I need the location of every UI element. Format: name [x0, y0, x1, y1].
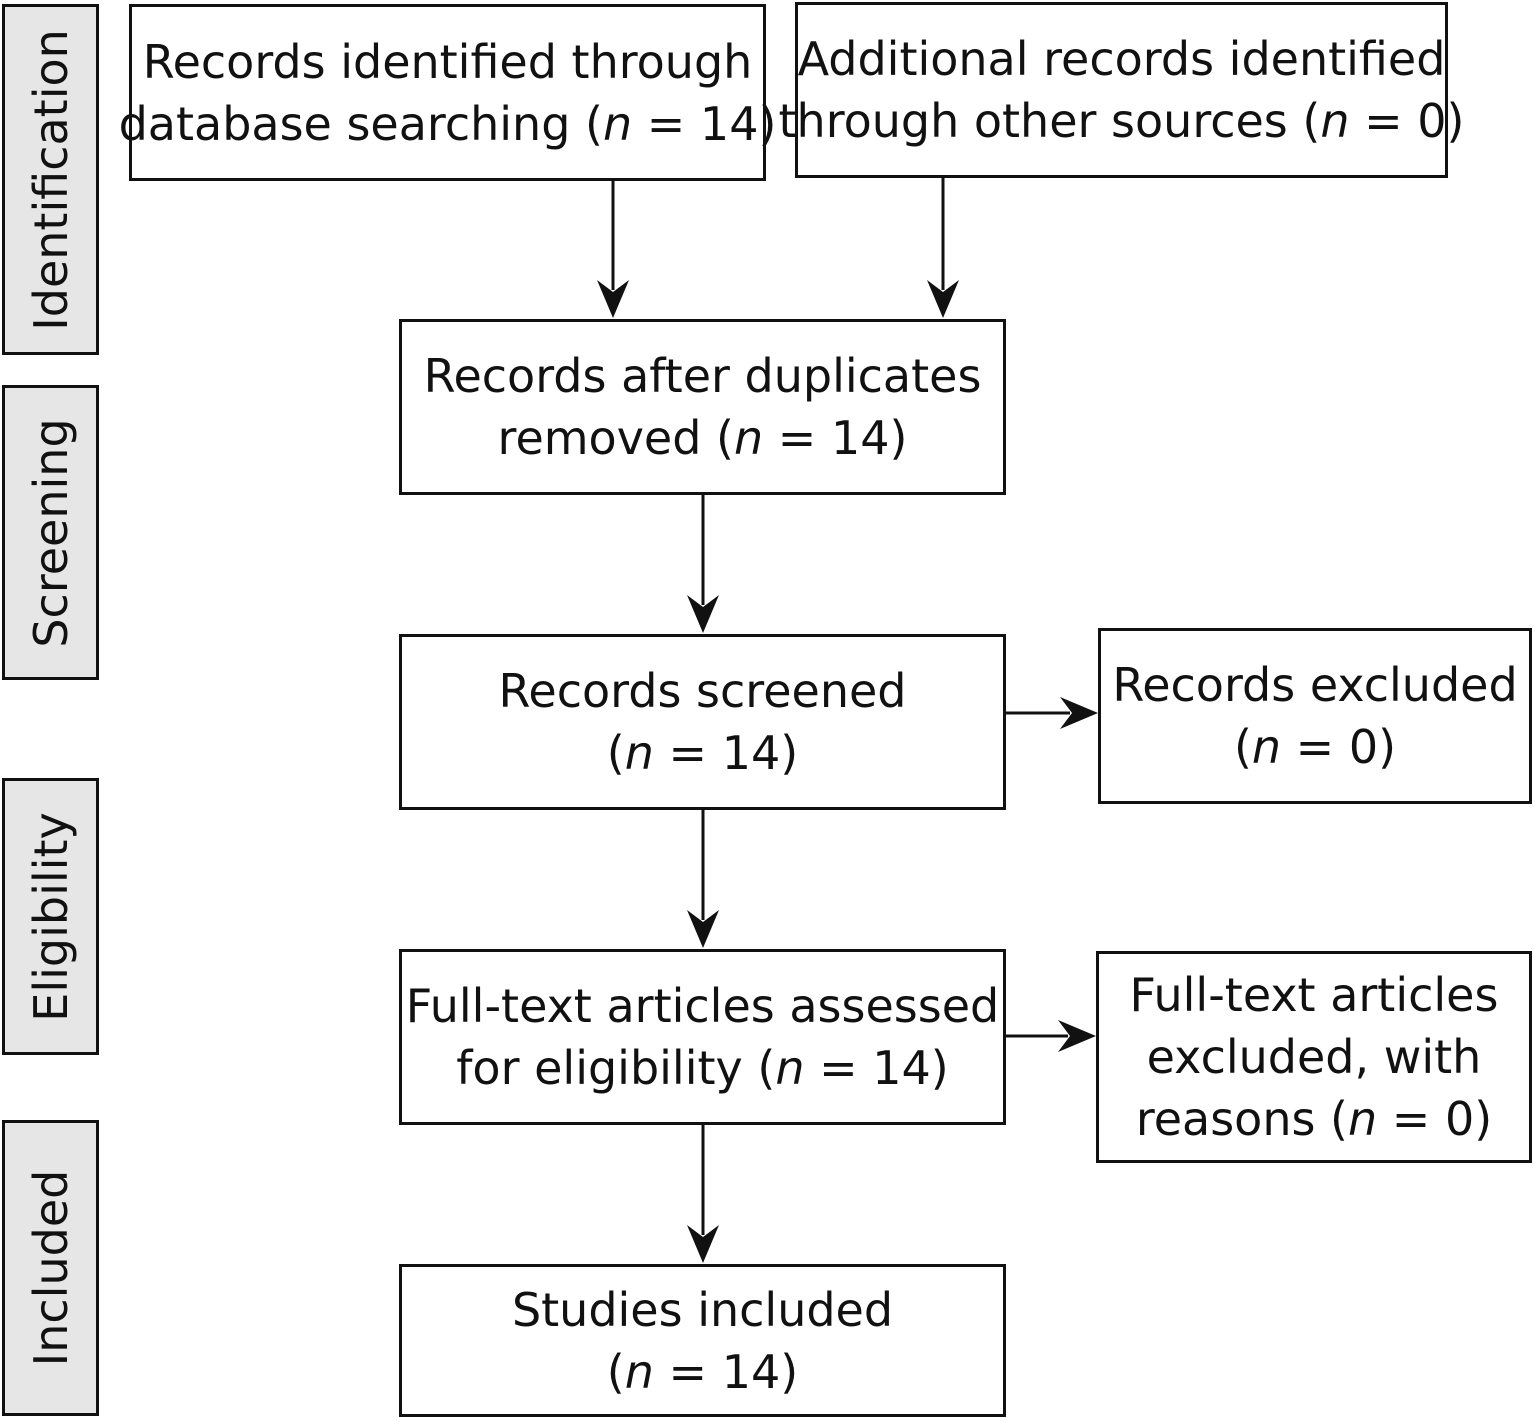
box-screened-line2: (n = 14) [606, 726, 799, 780]
phase-screening: Screening [2, 385, 99, 680]
box-other-line1: Additional records identified [797, 32, 1446, 86]
phase-eligibility: Eligibility [2, 778, 99, 1055]
phase-included: Included [2, 1120, 99, 1416]
box-excluded-line1: Records excluded [1112, 658, 1518, 712]
arrowhead-duplicates [687, 595, 719, 633]
box-fulltext-excluded-line2: excluded, with [1146, 1030, 1482, 1084]
box-included-line1: Studies included [511, 1282, 894, 1337]
arrowhead-fulltext-excluded [1058, 1020, 1096, 1052]
arrowhead-database [597, 280, 629, 318]
box-included-line2: (n = 14) [606, 1344, 799, 1399]
box-studies-included: Studies included (n = 14) [399, 1264, 1006, 1417]
arrowhead-other [927, 280, 959, 318]
box-duplicates-line1: Records after duplicates [423, 349, 982, 403]
box-fulltext-assessed: Full-text articles assessed for eligibil… [399, 949, 1006, 1125]
box-after-duplicates: Records after duplicates removed (n = 14… [399, 319, 1006, 495]
arrowhead-screened [687, 910, 719, 948]
box-database-line1: Records identified through [142, 34, 753, 89]
phase-identification: Identification [2, 4, 99, 355]
box-database-records: Records identified through database sear… [119, 4, 776, 181]
box-other-sources: Additional records identified through ot… [779, 2, 1465, 178]
box-screened-line1: Records screened [498, 664, 907, 718]
arrowhead-excluded [1060, 697, 1098, 729]
box-fulltext-line1: Full-text articles assessed [405, 979, 1000, 1033]
box-fulltext-excluded: Full-text articles excluded, with reason… [1096, 951, 1532, 1163]
box-fulltext-excluded-line3: reasons (n = 0) [1135, 1092, 1493, 1146]
box-database-line2: database searching (n = 14) [118, 96, 777, 151]
box-fulltext-excluded-line1: Full-text articles [1129, 968, 1499, 1022]
arrowhead-fulltext [687, 1225, 719, 1263]
box-excluded-line2: (n = 0) [1233, 720, 1397, 774]
box-other-line2: through other sources (n = 0) [778, 94, 1465, 148]
box-records-excluded: Records excluded (n = 0) [1098, 628, 1532, 804]
box-duplicates-line2: removed (n = 14) [497, 411, 908, 465]
box-fulltext-line2: for eligibility (n = 14) [456, 1041, 949, 1095]
box-records-screened: Records screened (n = 14) [399, 634, 1006, 810]
